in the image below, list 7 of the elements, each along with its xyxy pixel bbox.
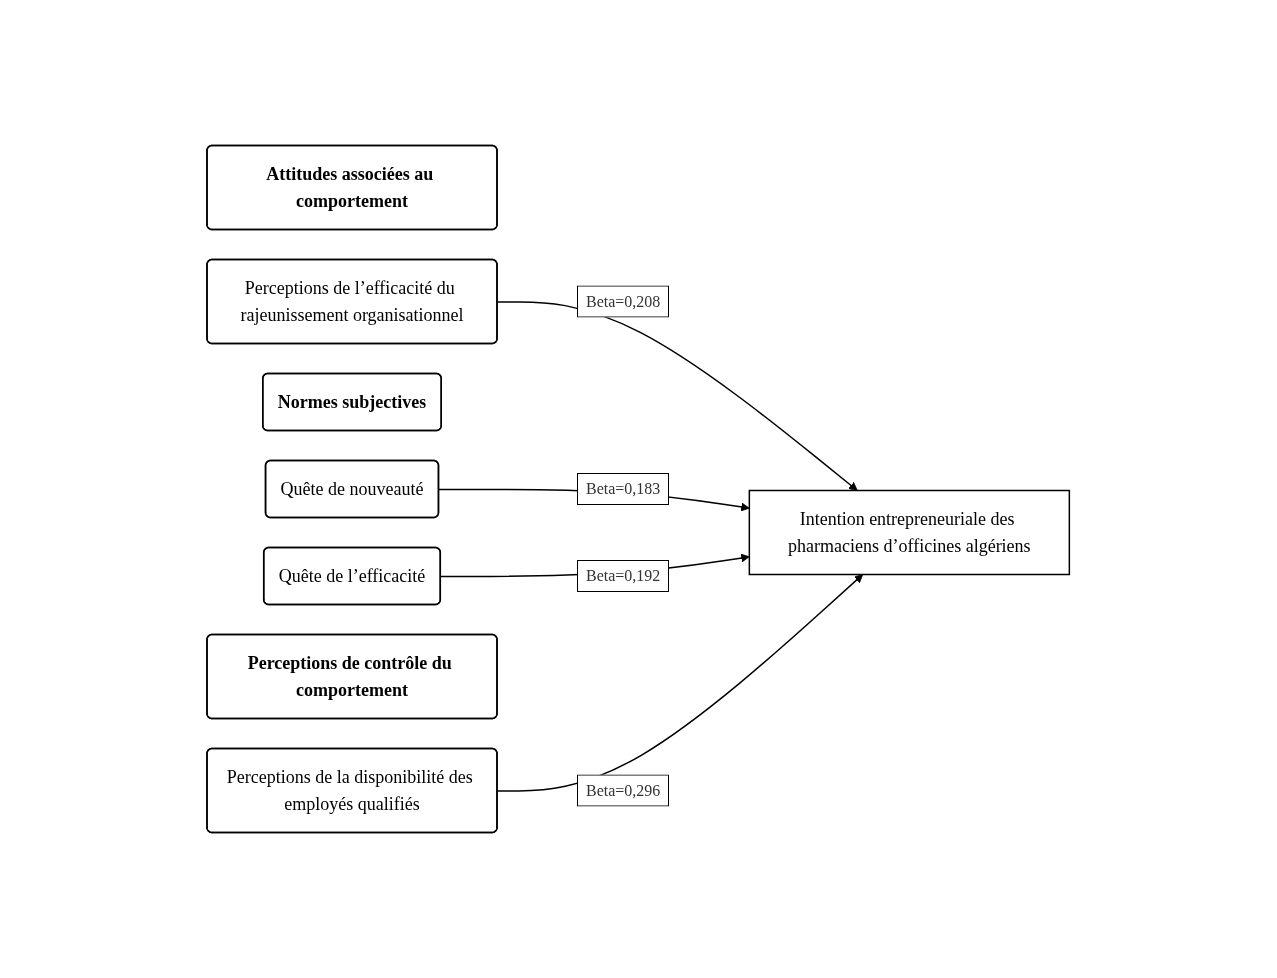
edge-label: Beta=0,296 [586,781,661,799]
edge-label: Beta=0,208 [586,292,661,310]
edge-label: Beta=0,192 [586,567,661,584]
edge-label: Beta=0,183 [586,480,661,497]
arrow [497,574,864,792]
node-box: Intention entrepreneuriale des pharmaciens d’officines algériens [748,489,1071,576]
arrow [497,301,859,491]
